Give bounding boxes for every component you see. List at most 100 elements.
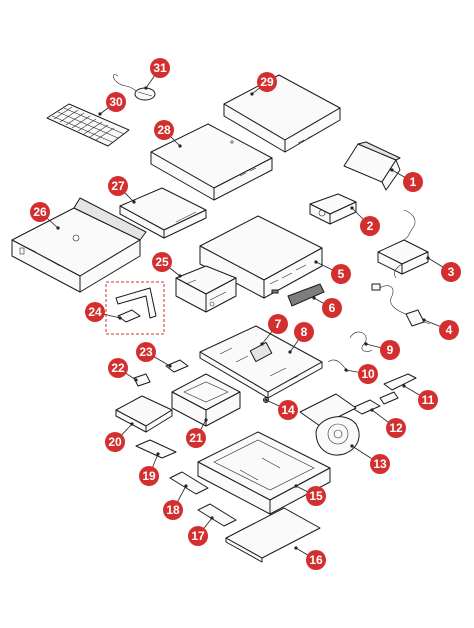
callout-badge <box>85 302 105 322</box>
callout-26: 26 <box>30 202 60 230</box>
callout-number: 1 <box>410 175 417 189</box>
callout-leader-dot <box>168 364 172 368</box>
drive-bracket-part <box>175 265 237 313</box>
callout-14: 14 <box>264 398 298 420</box>
callout-number: 2 <box>367 219 374 233</box>
callout-number: 17 <box>191 529 205 543</box>
callout-badge <box>186 428 206 448</box>
callout-number: 5 <box>338 267 345 281</box>
callout-badge <box>139 466 159 486</box>
callout-leader-dot <box>250 92 254 96</box>
callout-10: 10 <box>344 364 378 384</box>
callout-16: 16 <box>294 546 326 570</box>
callout-badge <box>358 364 378 384</box>
callout-badge <box>441 262 461 282</box>
callout-badge <box>370 454 390 474</box>
mouse-part <box>113 74 156 101</box>
callout-number: 19 <box>142 469 156 483</box>
callout-badge <box>154 120 174 140</box>
callout-11: 11 <box>402 384 438 410</box>
callout-24: 24 <box>85 302 122 322</box>
callout-4: 4 <box>422 318 459 340</box>
callout-number: 3 <box>448 265 455 279</box>
callout-19: 19 <box>139 452 160 486</box>
callout-number: 8 <box>301 325 308 339</box>
callout-number: 15 <box>309 489 323 503</box>
callout-leader-dot <box>178 144 182 148</box>
callout-22: 22 <box>108 358 138 382</box>
callout-leader-dot <box>156 452 160 456</box>
callout-number: 27 <box>111 179 125 193</box>
callout-leader-dot <box>56 226 60 230</box>
callout-leader-dot <box>144 86 148 90</box>
callout-18: 18 <box>163 484 188 520</box>
callout-number: 14 <box>281 403 295 417</box>
memory-module-2-part <box>197 503 237 527</box>
callout-number: 26 <box>33 205 47 219</box>
callout-number: 18 <box>166 503 180 517</box>
callout-5: 5 <box>314 260 351 284</box>
m2-card-part <box>135 439 177 459</box>
callout-21: 21 <box>186 418 208 448</box>
callout-leader-dot <box>402 384 406 388</box>
callout-badge <box>278 400 298 420</box>
callout-leader-dot <box>204 418 208 422</box>
callout-leader-dot <box>294 484 298 488</box>
callout-3: 3 <box>426 256 461 282</box>
callout-number: 4 <box>446 323 453 337</box>
callout-leader-dot <box>314 260 318 264</box>
small-bracket-part <box>309 193 357 225</box>
power-cord-part <box>371 283 431 327</box>
callout-number: 23 <box>139 345 153 359</box>
callout-badge <box>306 486 326 506</box>
callout-13: 13 <box>350 444 390 474</box>
external-drive-part <box>223 74 341 153</box>
callout-number: 11 <box>422 393 435 407</box>
callout-badge <box>306 550 326 570</box>
callout-badge <box>331 264 351 284</box>
callout-27: 27 <box>108 176 136 204</box>
callout-number: 6 <box>329 301 336 315</box>
callout-badge <box>30 202 50 222</box>
callout-badge <box>268 314 288 334</box>
callout-leader-dot <box>134 378 138 382</box>
callout-7: 7 <box>260 314 288 346</box>
callout-17: 17 <box>188 516 214 546</box>
io-bracket-part <box>379 373 417 405</box>
callout-leader-dot <box>132 200 136 204</box>
callout-leader-dot <box>178 274 182 278</box>
fan-bracket-part <box>351 399 381 415</box>
callout-number: 13 <box>373 457 387 471</box>
optical-drive-thin-part <box>119 187 207 239</box>
callout-30: 30 <box>98 92 126 116</box>
callout-number: 12 <box>389 421 403 435</box>
keyboard-part <box>46 103 130 147</box>
callout-2: 2 <box>350 206 380 236</box>
callout-leader-dot <box>422 318 426 322</box>
callout-badge <box>418 390 438 410</box>
dust-filter-part <box>287 283 325 307</box>
callout-badge <box>403 172 423 192</box>
callout-number: 29 <box>260 75 274 89</box>
heatsink-fan-part <box>299 393 360 456</box>
callout-leader-dot <box>184 484 188 488</box>
callout-leader-dot <box>98 112 102 116</box>
base-chassis-part <box>197 431 331 515</box>
callout-number: 21 <box>189 431 203 445</box>
callout-leader-dot <box>344 368 348 372</box>
callout-number: 9 <box>387 343 394 357</box>
chassis-bracket-part <box>11 197 147 293</box>
callout-28: 28 <box>154 120 182 148</box>
callout-badge <box>152 252 172 272</box>
callout-leader-dot <box>350 206 354 210</box>
callout-12: 12 <box>370 408 406 438</box>
callout-leader-dot <box>370 408 374 412</box>
callout-leader-dot <box>390 168 394 172</box>
callout-leader-dot <box>130 422 134 426</box>
callout-23: 23 <box>136 342 172 368</box>
callout-8: 8 <box>288 322 314 354</box>
callout-badge <box>108 358 128 378</box>
callout-badge <box>106 92 126 112</box>
callout-leader-dot <box>426 256 430 260</box>
callout-6: 6 <box>312 296 342 318</box>
